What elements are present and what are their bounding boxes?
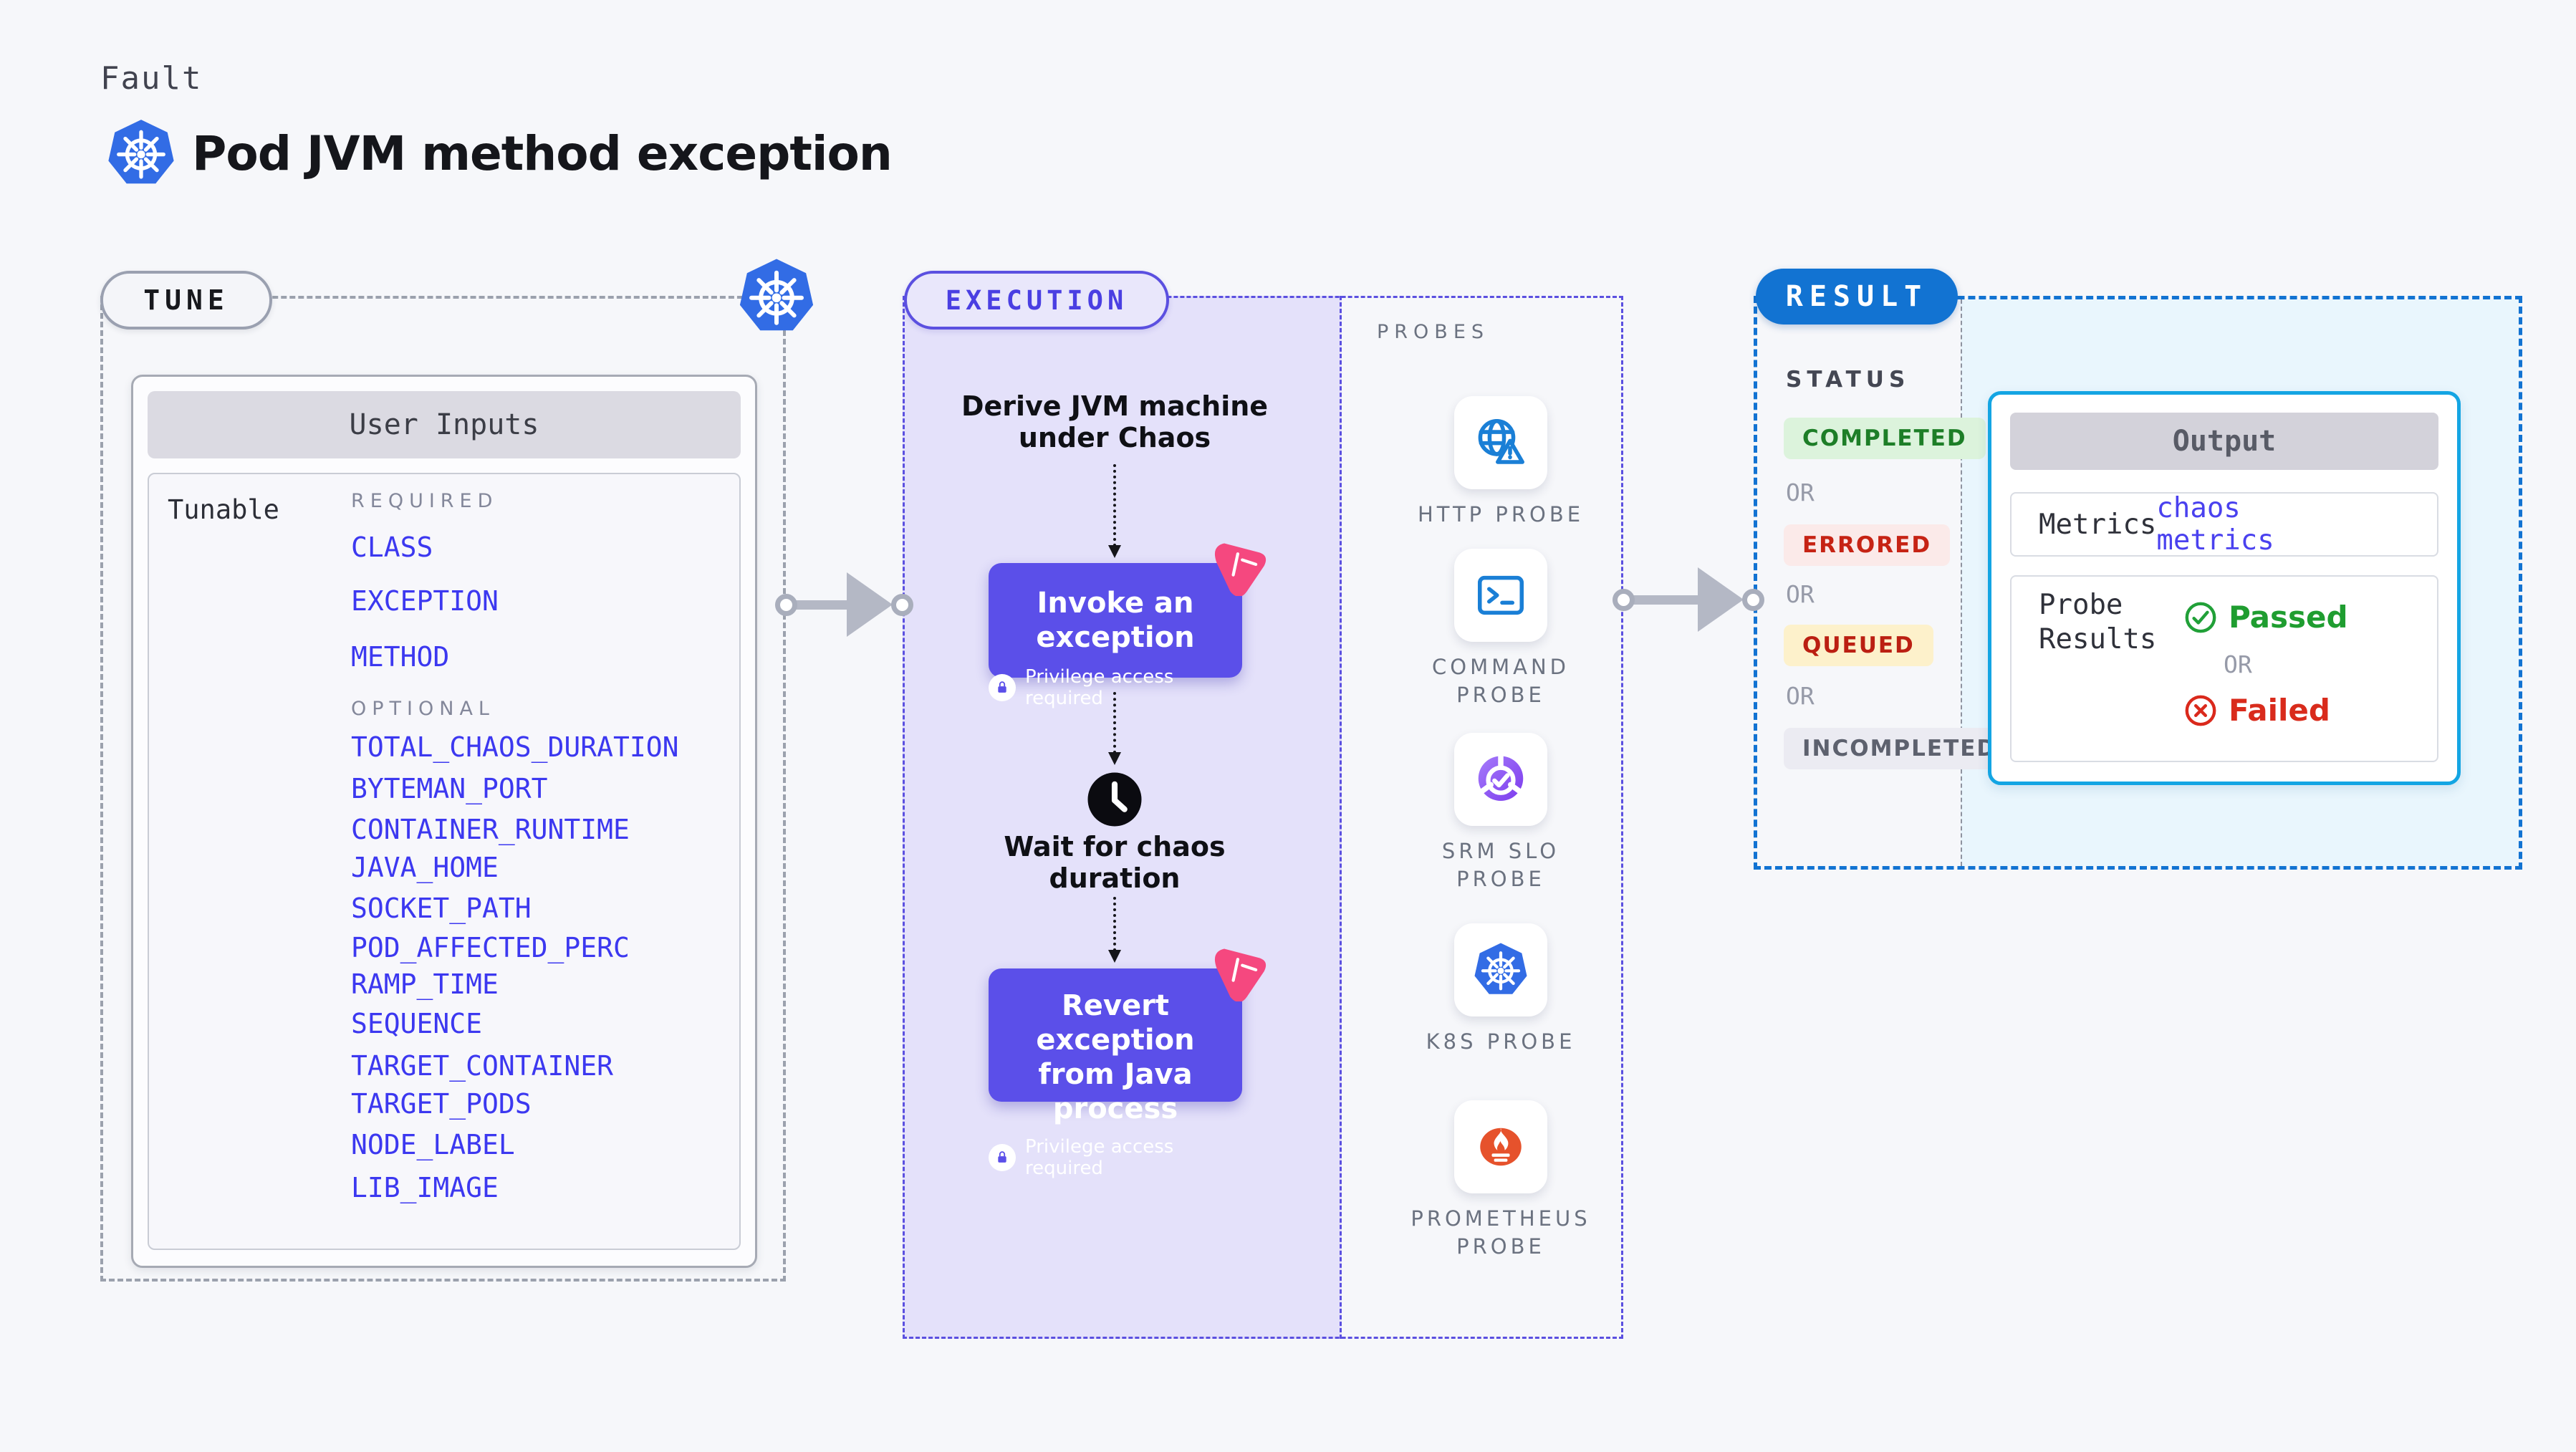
status-or-label: OR <box>1786 479 1815 506</box>
probe-label: HTTP PROBE <box>1417 502 1585 527</box>
param-java-home: JAVA_HOME <box>351 852 499 883</box>
user-inputs-list: Tunable REQUIRED CLASS EXCEPTION METHOD … <box>148 473 741 1250</box>
param-target-pods: TARGET_PODS <box>351 1088 532 1120</box>
probe-results-line1: Probe <box>2039 589 2123 621</box>
flow-arrow-down-icon <box>1108 464 1121 558</box>
status-badge-queued: QUEUED <box>1784 625 1933 666</box>
failed-label: Failed <box>2229 693 2330 728</box>
revert-privilege-note: Privilege access required <box>1025 1136 1174 1179</box>
check-circle-icon <box>2185 602 2216 633</box>
tune-section-frame <box>100 296 786 1282</box>
status-column-label: STATUS <box>1786 367 1911 393</box>
status-badge-incompleted: INCOMPLETED <box>1784 728 2016 769</box>
invoke-exception-step: Invoke an exception Privilege access req… <box>989 563 1242 709</box>
status-badge-completed: COMPLETED <box>1784 418 1986 459</box>
probe-label: COMMAND PROBE <box>1432 655 1570 707</box>
param-target-container: TARGET_CONTAINER <box>351 1050 614 1082</box>
status-or-label: OR <box>1786 682 1815 710</box>
param-byteman-port: BYTEMAN_PORT <box>351 773 548 804</box>
kubernetes-icon <box>736 256 817 337</box>
probe-item-k8s: K8S PROBE <box>1393 923 1608 1056</box>
required-section-label: REQUIRED <box>351 490 499 512</box>
lock-icon <box>989 1144 1016 1171</box>
derive-step-label: Derive JVM machine under Chaos <box>950 390 1279 453</box>
invoke-step-title: Invoke an exception <box>1036 587 1195 654</box>
param-sequence: SEQUENCE <box>351 1008 483 1039</box>
metrics-value: chaos metrics <box>2156 492 2274 557</box>
probe-item-prometheus: PROMETHEUS PROBE <box>1393 1100 1608 1261</box>
gauge-check-icon <box>1454 733 1547 826</box>
probe-results-label: Probe Results <box>2039 588 2156 657</box>
output-card: Output Metrics chaos metrics Probe Resul… <box>1988 391 2461 785</box>
param-socket-path: SOCKET_PATH <box>351 893 532 924</box>
terminal-icon <box>1454 549 1547 642</box>
output-card-header: Output <box>2010 413 2438 470</box>
result-section-badge: RESULT <box>1756 269 1958 324</box>
revert-step-line1: Revert exception <box>1036 989 1195 1057</box>
kubernetes-icon <box>105 117 177 189</box>
param-total-chaos-duration: TOTAL_CHAOS_DURATION <box>351 731 679 763</box>
page-title: Pod JVM method exception <box>192 126 893 181</box>
derive-step-line1: Derive JVM machine <box>961 390 1269 422</box>
probe-item-srm-slo: SRM SLO PROBE <box>1393 733 1608 893</box>
execution-section-badge: EXECUTION <box>904 271 1169 330</box>
lock-icon <box>989 674 1016 701</box>
param-node-label: NODE_LABEL <box>351 1129 515 1160</box>
param-container-runtime: CONTAINER_RUNTIME <box>351 814 630 845</box>
metrics-row: Metrics chaos metrics <box>2010 492 2438 557</box>
x-circle-icon <box>2185 695 2216 726</box>
status-or-label: OR <box>1786 580 1815 608</box>
revert-exception-step: Revert exception from Java process Privi… <box>989 968 1242 1179</box>
tunable-row-label: Tunable <box>168 494 279 525</box>
wait-step-label: Wait for chaos duration <box>950 831 1279 894</box>
probe-label: PROMETHEUS PROBE <box>1410 1206 1591 1259</box>
probes-column-label: PROBES <box>1377 321 1490 343</box>
user-inputs-header: User Inputs <box>148 391 741 458</box>
metrics-label: Metrics <box>2039 508 2157 541</box>
param-ramp-time: RAMP_TIME <box>351 968 499 1000</box>
probe-label: K8S PROBE <box>1426 1029 1576 1054</box>
user-inputs-card: User Inputs Tunable REQUIRED CLASS EXCEP… <box>131 375 757 1268</box>
passed-label: Passed <box>2229 600 2348 635</box>
flow-arrow-down-icon <box>1108 897 1121 963</box>
flow-arrow-down-icon <box>1108 692 1121 765</box>
probe-label: SRM SLO PROBE <box>1441 839 1560 891</box>
kubernetes-icon <box>1454 923 1547 1016</box>
probe-item-command: COMMAND PROBE <box>1393 549 1608 709</box>
probe-results-line2: Results <box>2039 623 2157 655</box>
execution-section-frame <box>903 296 1623 1339</box>
param-method: METHOD <box>351 641 450 673</box>
output-or-label: OR <box>2224 650 2252 678</box>
wait-step-line2: duration <box>1049 862 1181 894</box>
litmus-chaos-icon <box>1208 536 1271 596</box>
litmus-chaos-icon <box>1208 941 1271 1001</box>
param-pod-affected-perc: POD_AFFECTED_PERC <box>351 932 630 963</box>
tune-section-badge: TUNE <box>100 271 272 330</box>
derive-step-line2: under Chaos <box>1018 422 1211 453</box>
globe-alert-icon <box>1454 396 1547 489</box>
revert-step-line2: from Java process <box>1038 1058 1193 1125</box>
param-lib-image: LIB_IMAGE <box>351 1172 499 1203</box>
invoke-privilege-note: Privilege access required <box>1025 666 1174 709</box>
fault-category-label: Fault <box>100 60 203 97</box>
param-exception: EXCEPTION <box>351 585 499 617</box>
clock-icon <box>1087 772 1142 827</box>
revert-step-title: Revert exception from Java process <box>989 989 1242 1126</box>
status-badge-errored: ERRORED <box>1784 524 1951 566</box>
prometheus-icon <box>1454 1100 1547 1193</box>
optional-section-label: OPTIONAL <box>351 698 495 720</box>
param-class: CLASS <box>351 532 433 563</box>
wait-step-line1: Wait for chaos <box>1004 831 1226 862</box>
probe-item-http: HTTP PROBE <box>1393 396 1608 529</box>
probe-results-row: Probe Results Passed OR Failed <box>2010 575 2438 762</box>
